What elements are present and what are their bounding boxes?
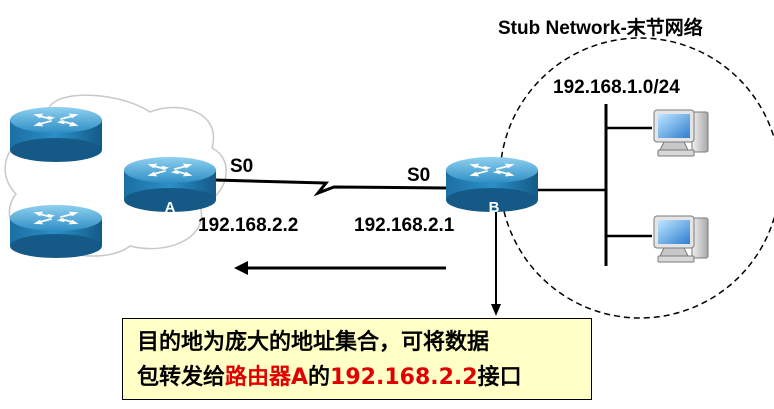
callout-line-2-suffix: 接口 — [477, 365, 522, 390]
router-b-icon — [446, 157, 538, 212]
router-a-icon — [124, 157, 216, 212]
arrow-icon — [234, 261, 248, 275]
callout-line-1: 目的地为庞大的地址集合，可将数据 — [137, 330, 490, 355]
router-b-ip-label: 192.168.2.1 — [354, 215, 455, 236]
serial-link-icon — [213, 178, 448, 197]
router-b-interface-label: S0 — [407, 165, 430, 186]
desktop-computer-2-icon — [653, 215, 709, 263]
router-a-name: A — [165, 199, 176, 216]
cloud-router-1-icon — [10, 107, 102, 162]
stub-network-title: Stub Network-末节网络 — [498, 16, 703, 39]
callout-line-2-prefix: 包转发给 — [137, 365, 226, 390]
router-b-name: B — [489, 199, 500, 216]
router-a-ip-label: 192.168.2.2 — [198, 215, 298, 236]
callout-line-2: 包转发给路由器A的192.168.2.2接口 — [137, 360, 577, 395]
callout-router-a: 路由器A — [225, 365, 309, 390]
explanation-callout: 目的地为庞大的地址集合，可将数据 包转发给路由器A的192.168.2.2接口 — [122, 318, 592, 400]
callout-ip: 192.168.2.2 — [330, 365, 478, 390]
cloud-router-2-icon — [10, 205, 102, 258]
callout-line-2-mid: 的 — [308, 365, 331, 390]
stub-subnet-label: 192.168.1.0/24 — [553, 77, 680, 98]
callout-arrow-head — [491, 304, 501, 316]
desktop-computer-1-icon — [653, 109, 709, 157]
router-a-interface-label: S0 — [230, 156, 253, 177]
